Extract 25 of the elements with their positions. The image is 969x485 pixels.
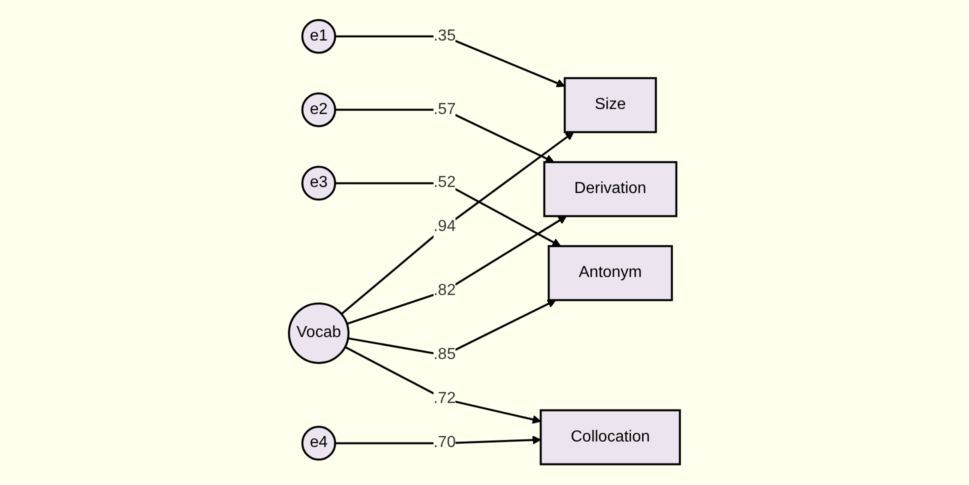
edge-label: .35	[434, 28, 456, 45]
edge-label: .52	[434, 174, 456, 192]
node-box: Derivation	[543, 161, 678, 218]
node-circle: e4	[301, 426, 336, 461]
arrow	[340, 132, 574, 316]
arrow	[348, 300, 556, 357]
edge-label: .72	[434, 390, 456, 408]
edge-label: .94	[434, 218, 456, 236]
node-circle: Vocab	[288, 302, 350, 364]
node-circle: e3	[301, 166, 336, 201]
edge-label: .82	[434, 282, 456, 300]
edge-label: .57	[434, 101, 456, 118]
arrow	[344, 346, 542, 424]
node-circle: e2	[301, 92, 336, 128]
arrow	[335, 36, 566, 88]
edge-label: .85	[434, 346, 456, 364]
arrow	[335, 109, 554, 164]
node-circle: e1	[301, 19, 336, 54]
arrow	[335, 182, 561, 247]
node-box: Antonym	[548, 245, 673, 302]
edge-label: .70	[434, 434, 456, 452]
node-box: Collocation	[540, 410, 681, 466]
arrow	[346, 216, 567, 326]
arrow	[335, 436, 542, 445]
node-box: Size	[564, 77, 657, 134]
